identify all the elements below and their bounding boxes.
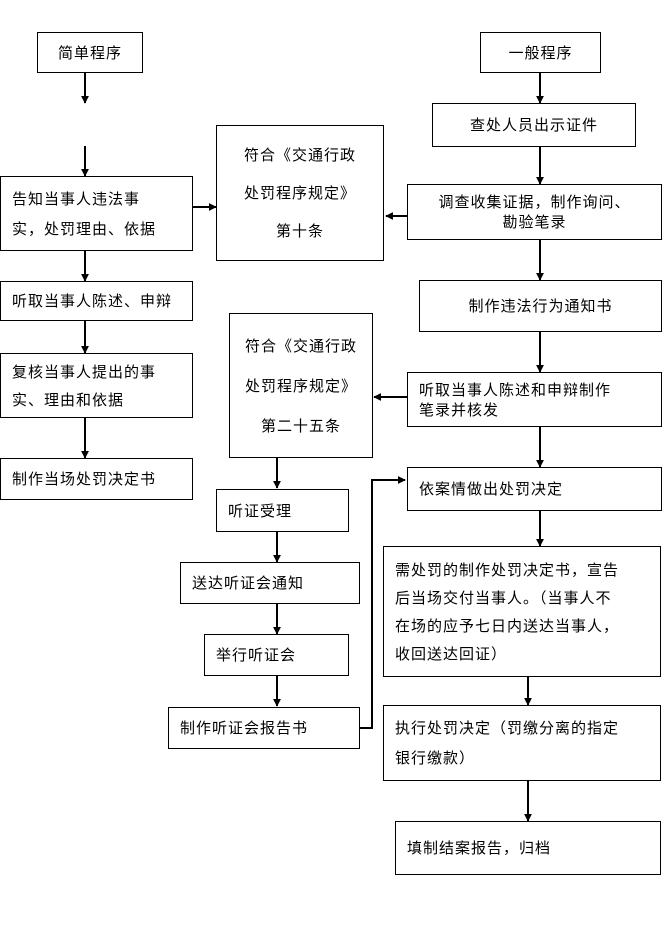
hearing-report: 制作听证会报告书 <box>168 707 360 749</box>
general-step-decide: 依案情做出处罚决定 <box>407 467 662 511</box>
general-step-decision-document-line-3: 在场的应予七日内送达当事人， <box>395 616 620 635</box>
rule-article-10-line-3: 第十条 <box>275 222 324 240</box>
rule-article-10-line-1: 符合《交通行政 <box>243 146 356 164</box>
general-step-decision-document-line-4: 收回送达回证） <box>395 644 508 663</box>
simple-step-review-line-2: 实、理由和依据 <box>12 390 125 409</box>
rule-article-10: 符合《交通行政 处罚程序规定》 第十条 <box>216 125 384 261</box>
general-step-investigate-line-1: 调查收集证据，制作询问、 <box>438 193 631 211</box>
general-step-execute: 执行处罚决定（罚缴分离的指定 银行缴款） <box>383 705 661 781</box>
rule-article-10-line-2: 处罚程序规定》 <box>243 184 356 202</box>
general-step-execute-line-2: 银行缴款） <box>395 749 476 767</box>
simple-step-notify-line-2: 实，处罚理由、依据 <box>12 219 157 238</box>
rule-article-25: 符合《交通行政 处罚程序规定》 第二十五条 <box>229 313 373 458</box>
general-step-hear-statement-line-2: 笔录并核发 <box>419 400 500 419</box>
general-step-decision-document-line-1: 需处罚的制作处罚决定书，宣告 <box>395 560 620 579</box>
simple-step-hear: 听取当事人陈述、申辩 <box>0 281 193 321</box>
simple-procedure-title: 简单程序 <box>37 32 143 73</box>
general-step-show-id: 查处人员出示证件 <box>432 103 636 147</box>
simple-step-review-line-1: 复核当事人提出的事 <box>12 362 157 381</box>
general-step-violation-notice: 制作违法行为通知书 <box>419 280 662 332</box>
general-step-close-case: 填制结案报告，归档 <box>395 821 661 875</box>
simple-step-notify: 告知当事人违法事 实，处罚理由、依据 <box>0 176 193 251</box>
simple-step-notify-line-1: 告知当事人违法事 <box>12 189 141 208</box>
general-step-decision-document: 需处罚的制作处罚决定书，宣告 后当场交付当事人。（当事人不 在场的应予七日内送达… <box>383 546 661 677</box>
rule-article-25-line-3: 第二十五条 <box>260 416 341 435</box>
hearing-hold: 举行听证会 <box>204 634 349 676</box>
general-procedure-title: 一般程序 <box>480 32 601 73</box>
simple-step-review: 复核当事人提出的事 实、理由和依据 <box>0 353 193 418</box>
general-step-decision-document-line-2: 后当场交付当事人。（当事人不 <box>395 588 612 607</box>
rule-article-25-line-2: 处罚程序规定》 <box>244 376 357 395</box>
general-step-execute-line-1: 执行处罚决定（罚缴分离的指定 <box>395 719 620 737</box>
simple-step-decision: 制作当场处罚决定书 <box>0 458 193 500</box>
hearing-accept: 听证受理 <box>216 489 349 532</box>
rule-article-25-line-1: 符合《交通行政 <box>244 336 357 355</box>
general-step-hear-statement-line-1: 听取当事人陈述和申辩制作 <box>419 380 612 399</box>
general-step-hear-statement: 听取当事人陈述和申辩制作 笔录并核发 <box>407 372 662 427</box>
hearing-notice: 送达听证会通知 <box>180 562 360 604</box>
arrow-report-to-decision <box>360 476 406 729</box>
general-step-investigate: 调查收集证据，制作询问、 勘验笔录 <box>407 184 662 240</box>
general-step-investigate-line-2: 勘验笔录 <box>502 213 567 231</box>
